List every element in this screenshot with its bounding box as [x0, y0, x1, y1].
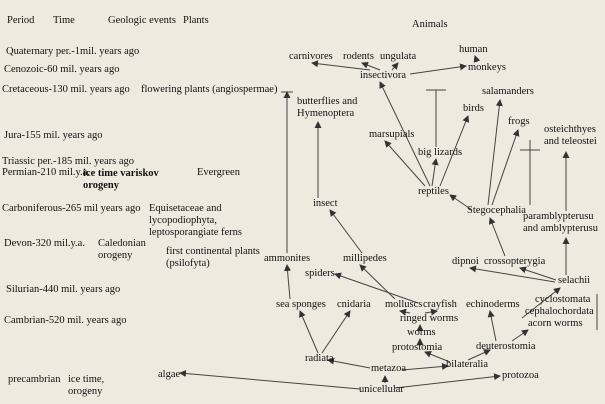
event-precambrian-ice: ice time, orogeny: [68, 374, 105, 397]
animal-ringed-worms: ringed worms: [400, 313, 459, 324]
event-caledonian: Caledonian orogeny: [98, 238, 146, 261]
plant-algae: algae: [158, 369, 181, 380]
animal-human: human: [459, 44, 488, 55]
animal-ungulata: ungulata: [380, 51, 417, 62]
animal-dipnoi: dipnoi: [452, 256, 479, 267]
animal-deuterostomia: deuterostomia: [476, 341, 536, 352]
arrow-ringed-crayfish: [424, 308, 438, 316]
era-cambrian: Cambrian-520 mil. years ago: [4, 315, 127, 326]
animal-carnivores: carnivores: [289, 51, 333, 62]
animal-ammonites: ammonites: [264, 253, 311, 264]
animal-spiders: spiders: [305, 268, 335, 279]
animal-worms: worms: [407, 327, 436, 338]
arrow-stegocephalia-frogs: [491, 129, 520, 206]
animal-paramblypterusu: paramblypterusu and amblypterusu: [523, 211, 598, 234]
animal-birds: birds: [463, 103, 484, 114]
plant-equisetaceae: Equisetaceae and lycopodiophyta, leptosp…: [149, 203, 243, 238]
animal-marsupials: marsupials: [369, 129, 415, 140]
arrow-insectivora-rodents: [361, 61, 381, 71]
animal-sea-sponges: sea sponges: [276, 299, 326, 310]
plant-flowering: flowering plants (angiospermae): [141, 84, 278, 95]
animal-molluscs: molluscs: [385, 299, 423, 310]
animal-crayfish: crayfish: [423, 299, 457, 310]
animal-selachii: selachii: [558, 275, 591, 286]
header-period: Period: [7, 15, 35, 26]
era-precambrian: precambrian: [8, 374, 61, 385]
header-geologic-events: Geologic events: [108, 15, 176, 26]
animal-unicellular: unicellular: [359, 384, 404, 395]
era-carboniferous: Carboniferous-265 mil years ago: [2, 203, 141, 214]
arrow-stegocephalia-salamanders: [487, 99, 503, 206]
animal-cyclostomata: cyclostomata: [535, 294, 591, 305]
era-silurian: Silurian-440 mil. years ago: [6, 284, 121, 295]
header-plants: Plants: [183, 15, 209, 26]
arrow-metazoa-radiata: [327, 357, 371, 369]
animal-reptiles: reptiles: [418, 186, 449, 197]
arrow-molluscs-millipedes: [359, 264, 396, 300]
arrow-reptiles-lizards: [431, 158, 439, 187]
animal-frogs: frogs: [508, 116, 530, 127]
animal-cephalochordata: cephalochordata: [525, 306, 594, 317]
arrow-crossopterygia-stegocephalia: [488, 217, 506, 257]
arrow-deuterostomia-echinoderms: [487, 310, 497, 342]
era-quaternary: Quaternary per.-1mil. years ago: [6, 46, 140, 57]
event-variskov: ice time variskov: [83, 168, 159, 179]
animal-radiata: radiata: [305, 353, 334, 364]
animal-monkeys: monkeys: [468, 62, 506, 73]
era-cretaceous: Cretaceous-130 mil. years ago: [2, 84, 130, 95]
arrow-crayfish-spiders: [334, 272, 419, 304]
animal-osteichthyes: osteichthyes and teleostei: [544, 124, 597, 147]
arrow-radiata-sponges: [299, 310, 319, 354]
animal-rodents: rodents: [343, 51, 374, 62]
arrow-metazoa-bilateralia: [401, 363, 449, 371]
era-devon: Devon-320 mil.y.a.: [4, 238, 85, 249]
plant-first-continental: first continental plants (psilofyta): [166, 246, 260, 269]
header-time: Time: [53, 15, 75, 26]
animal-protostomia: protostomia: [392, 342, 443, 353]
arrow-radiata-cnidaria: [321, 310, 351, 354]
animal-insect: insect: [313, 198, 338, 209]
era-jura: Jura-155 mil. years ago: [4, 130, 103, 141]
plant-evergreen: Evergreen: [197, 167, 240, 178]
arrow-insectivora-carnivores: [311, 60, 371, 71]
animal-echinoderms: echinoderms: [466, 299, 520, 310]
event-variskov-orogeny: orogeny: [83, 180, 119, 191]
era-triassic: Triassic per.-185 mil. years ago: [2, 156, 135, 167]
animal-salamanders: salamanders: [482, 86, 534, 97]
arrow-reptiles-insectivora: [379, 81, 431, 187]
arrow-selachii-crossopterygia: [519, 266, 557, 281]
era-cenozoic: Cenozoic-60 mil. years ago: [4, 64, 120, 75]
arrow-millipedes-insect: [329, 209, 363, 254]
animal-metazoa: metazoa: [371, 363, 406, 374]
animal-millipedes: millipedes: [343, 253, 387, 264]
arrow-ringed-molluscs: [399, 308, 411, 316]
arrow-unicellular-algae: [179, 370, 361, 390]
arrow-acorn-cyclostomata: [521, 287, 561, 319]
animal-big-lizards: big lizards: [418, 147, 463, 158]
arrow-bilateralia-protostomia: [424, 350, 451, 363]
animal-bilateralia: bilateralia: [446, 359, 488, 370]
animal-crossopterygia: crossopterygia: [484, 256, 546, 267]
arrow-selachii-dipnoi: [469, 265, 556, 283]
arrow-unicellular-protozoa: [394, 373, 501, 389]
animal-stegocephalia: Stegocephalia: [467, 205, 526, 216]
animal-butterflies: butterflies and Hymenoptera: [297, 96, 358, 119]
arrow-insectivora-ungulata: [391, 62, 399, 71]
arrow-deuterostomia-acorn: [511, 329, 529, 342]
arrow-bilateralia-deuterostomia: [467, 349, 491, 361]
arrow-sponges-ammonites: [284, 264, 292, 300]
era-permian: Permian-210 mil.y.a.: [2, 167, 90, 178]
arrow-stegocephalia-reptiles: [449, 194, 473, 211]
arrow-reptiles-birds: [439, 115, 470, 187]
arrow-monkeys-human: [473, 55, 481, 63]
header-animals: Animals: [412, 19, 448, 30]
animal-acorn-worms: acorn worms: [528, 318, 583, 329]
animal-cnidaria: cnidaria: [337, 299, 371, 310]
arrow-reptiles-marsupials: [384, 140, 426, 187]
animal-protozoa: protozoa: [502, 370, 539, 381]
arrow-insectivora-monkeys: [409, 63, 467, 75]
animal-insectivora: insectivora: [360, 70, 407, 81]
